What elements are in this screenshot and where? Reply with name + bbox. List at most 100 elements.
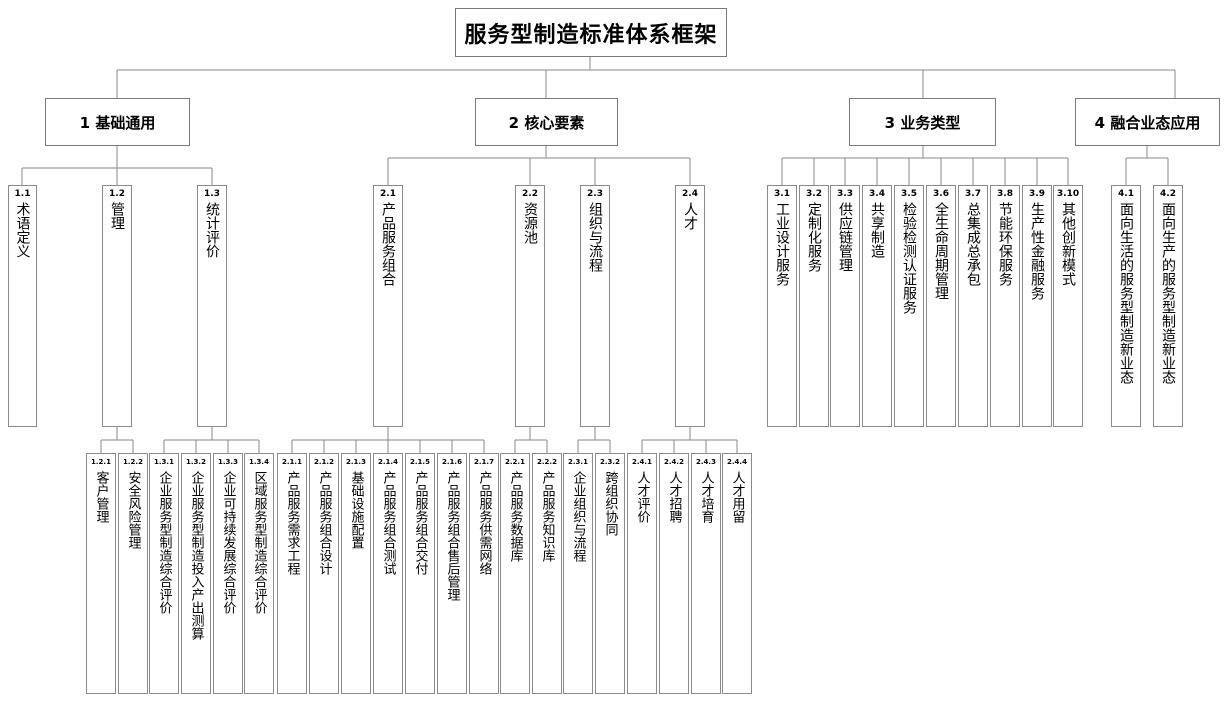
node-label: 企业组织与流程: [570, 471, 586, 562]
node-code: 3.5: [901, 189, 917, 199]
node-2-1-5: 2.1.5 产品服务组合交付: [405, 453, 435, 694]
node-2-1: 2.1 产品服务组合: [373, 185, 403, 427]
node-label: 产品服务组合交付: [412, 471, 428, 575]
node-code: 3.1: [774, 189, 790, 199]
node-3-9: 3.9 生产性金融服务: [1022, 185, 1052, 427]
node-code: 1.1: [14, 189, 31, 199]
node-2-4-4: 2.4.4 人才用留: [722, 453, 752, 694]
node-code: 2.4.2: [664, 458, 684, 466]
node-code: 2.4.1: [632, 458, 652, 466]
category-4: 4 融合业态应用: [1075, 98, 1220, 146]
node-code: 2.4: [682, 189, 698, 199]
node-code: 2.1.2: [314, 458, 334, 466]
node-label: 区域服务型制造综合评价: [251, 471, 267, 614]
node-code: 2.3: [587, 189, 603, 199]
node-4-1: 4.1 面向生活的服务型制造新业态: [1111, 185, 1141, 427]
node-label: 生产性金融服务: [1029, 202, 1045, 300]
node-label: 统计评价: [204, 202, 220, 258]
node-3-8: 3.8 节能环保服务: [990, 185, 1020, 427]
node-code: 3.7: [965, 189, 981, 199]
node-label: 人才评价: [634, 471, 650, 523]
node-2-3: 2.3 组织与流程: [580, 185, 610, 427]
node-label: 基础设施配置: [348, 471, 364, 549]
node-label: 企业服务型制造投入产出测算: [188, 471, 204, 640]
node-1-3-2: 1.3.2 企业服务型制造投入产出测算: [181, 453, 211, 694]
node-3-5: 3.5 检验检测认证服务: [894, 185, 924, 427]
category-1: 1 基础通用: [45, 98, 190, 146]
node-code: 2.4.3: [696, 458, 716, 466]
node-code: 2.4.4: [727, 458, 747, 466]
node-code: 3.3: [837, 189, 853, 199]
node-label: 客户管理: [93, 471, 109, 523]
node-label: 检验检测认证服务: [901, 202, 917, 314]
node-label: 节能环保服务: [997, 202, 1013, 286]
node-label: 产品服务数据库: [507, 471, 523, 562]
node-label: 产品服务组合测试: [380, 471, 396, 575]
node-3-4: 3.4 共享制造: [862, 185, 892, 427]
node-label: 产品服务供需网络: [476, 471, 492, 575]
node-1-3: 1.3 统计评价: [197, 185, 227, 427]
node-2-1-4: 2.1.4 产品服务组合测试: [373, 453, 403, 694]
node-label: 产品服务组合设计: [316, 471, 332, 575]
node-1-2: 1.2 管理: [102, 185, 132, 427]
node-2-1-3: 2.1.3 基础设施配置: [341, 453, 371, 694]
node-label: 术语定义: [14, 202, 31, 258]
node-label: 人才培育: [698, 471, 714, 523]
node-label: 安全风险管理: [125, 471, 141, 549]
node-label: 面向生产的服务型制造新业态: [1160, 202, 1176, 384]
diagram-title: 服务型制造标准体系框架: [455, 8, 727, 57]
node-label: 全生命周期管理: [933, 202, 949, 300]
node-label: 产品服务知识库: [539, 471, 555, 562]
node-3-6: 3.6 全生命周期管理: [926, 185, 956, 427]
node-code: 1.3.1: [154, 458, 174, 466]
node-code: 4.2: [1160, 189, 1176, 199]
node-3-10: 3.10 其他创新模式: [1053, 185, 1083, 427]
category-3: 3 业务类型: [849, 98, 996, 146]
node-2-2: 2.2 资源池: [515, 185, 545, 427]
node-code: 2.1.1: [282, 458, 302, 466]
node-1-2-2: 1.2.2 安全风险管理: [118, 453, 148, 694]
node-1-1: 1.1 术语定义: [8, 185, 37, 427]
node-label: 总集成总承包: [965, 202, 981, 286]
node-code: 2.2.1: [505, 458, 525, 466]
node-2-2-2: 2.2.2 产品服务知识库: [532, 453, 562, 694]
node-label: 人才用留: [729, 471, 745, 523]
node-code: 2.1.5: [410, 458, 430, 466]
node-1-3-4: 1.3.4 区域服务型制造综合评价: [244, 453, 274, 694]
node-code: 2.2.2: [537, 458, 557, 466]
node-code: 2.3.1: [568, 458, 588, 466]
node-label: 企业可持续发展综合评价: [220, 471, 236, 614]
node-label: 人才: [682, 202, 698, 230]
node-4-2: 4.2 面向生产的服务型制造新业态: [1153, 185, 1183, 427]
node-code: 2.1: [380, 189, 396, 199]
node-code: 1.2.1: [91, 458, 111, 466]
node-code: 2.1.3: [346, 458, 366, 466]
node-code: 2.1.4: [378, 458, 398, 466]
node-1-2-1: 1.2.1 客户管理: [86, 453, 116, 694]
node-2-1-2: 2.1.2 产品服务组合设计: [309, 453, 339, 694]
node-code: 3.2: [806, 189, 822, 199]
node-code: 1.2.2: [123, 458, 143, 466]
node-label: 供应链管理: [837, 202, 853, 272]
node-code: 3.8: [997, 189, 1013, 199]
node-2-3-2: 2.3.2 跨组织协同: [595, 453, 625, 694]
node-label: 工业设计服务: [774, 202, 790, 286]
node-code: 2.2: [522, 189, 538, 199]
node-1-3-3: 1.3.3 企业可持续发展综合评价: [213, 453, 243, 694]
node-code: 1.2: [109, 189, 125, 199]
category-2: 2 核心要素: [475, 98, 618, 146]
node-2-4-2: 2.4.2 人才招聘: [659, 453, 689, 694]
node-code: 2.1.6: [442, 458, 462, 466]
node-code: 3.4: [869, 189, 885, 199]
node-label: 跨组织协同: [602, 471, 618, 536]
node-label: 产品服务组合售后管理: [444, 471, 460, 601]
node-label: 共享制造: [869, 202, 885, 258]
node-1-3-1: 1.3.1 企业服务型制造综合评价: [149, 453, 179, 694]
node-label: 人才招聘: [666, 471, 682, 523]
node-code: 2.3.2: [600, 458, 620, 466]
node-3-2: 3.2 定制化服务: [799, 185, 829, 427]
node-3-1: 3.1 工业设计服务: [767, 185, 797, 427]
node-label: 其他创新模式: [1060, 202, 1076, 286]
node-code: 1.3: [204, 189, 220, 199]
